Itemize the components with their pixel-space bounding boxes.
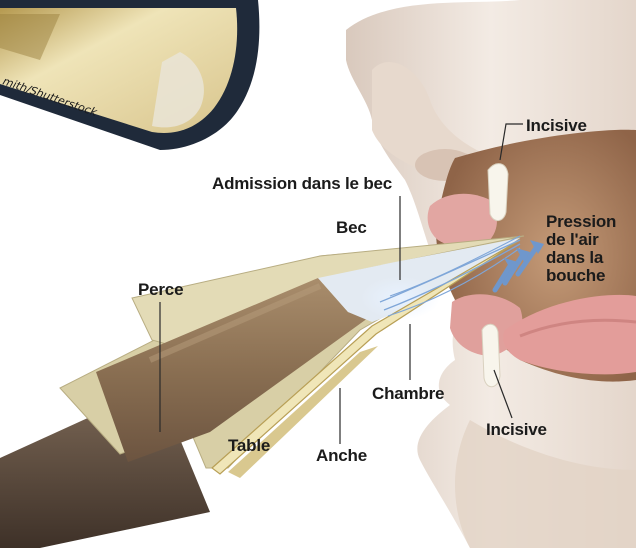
upper-incisor — [488, 164, 508, 221]
label-admission-dans-le-bec: Admission dans le bec — [212, 174, 392, 193]
label-incisive-bottom: Incisive — [486, 420, 547, 439]
label-incisive-top: Incisive — [526, 116, 587, 135]
label-pression-line-3: dans la — [546, 248, 603, 267]
label-bec: Bec — [336, 218, 367, 237]
label-pression-line-2: de l'air — [546, 230, 599, 249]
label-anche: Anche — [316, 446, 367, 465]
label-pression-line-4: bouche — [546, 266, 605, 285]
label-pression-line-1: Pression — [546, 212, 616, 231]
label-table: Table — [228, 436, 270, 455]
label-chambre: Chambre — [372, 384, 444, 403]
reed-photo — [0, 0, 259, 150]
label-perce: Perce — [138, 280, 183, 299]
